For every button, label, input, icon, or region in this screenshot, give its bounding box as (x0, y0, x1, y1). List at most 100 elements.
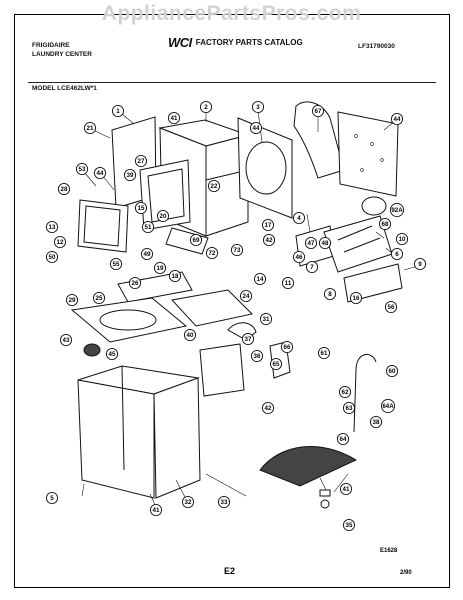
callout-label: 29 (69, 297, 76, 304)
callout-circle (384, 300, 398, 314)
callout-12: 12 (53, 235, 67, 249)
callout-label: 35 (346, 522, 353, 529)
callout-61: 61 (317, 346, 331, 360)
callout-41: 41 (167, 111, 181, 125)
callout-label: 3 (256, 104, 260, 111)
callout-label: 33 (221, 499, 228, 506)
callout-circle (241, 332, 255, 346)
callout-38: 38 (369, 415, 383, 429)
callout-20: 20 (156, 209, 170, 223)
callout-label: 2 (204, 104, 208, 111)
product-line: LAUNDRY CENTER (32, 51, 92, 58)
callout-circle (378, 217, 392, 231)
callout-label: 41 (343, 486, 350, 493)
callout-11: 11 (281, 276, 295, 290)
callout-circle (311, 104, 325, 118)
callout-65: 65 (269, 357, 283, 371)
callout-36: 36 (250, 349, 264, 363)
figure-number: E1628 (380, 548, 398, 554)
callout-label: 60 (389, 368, 396, 375)
callout-44: 44 (249, 121, 263, 135)
callout-label: 40 (187, 332, 194, 339)
callout-circle (292, 211, 306, 225)
callout-circle (45, 250, 59, 264)
callout-circle (111, 104, 125, 118)
callout-label: 45 (109, 351, 116, 358)
callout-label: 56 (388, 304, 395, 311)
callout-44: 44 (390, 112, 404, 126)
callout-label: 43 (63, 337, 70, 344)
callout-41: 41 (149, 503, 163, 517)
callout-label: 55 (113, 261, 120, 268)
callout-circle (380, 398, 396, 414)
callout-circle (189, 233, 203, 247)
callout-circle (199, 100, 213, 114)
callout-circle (413, 257, 427, 271)
callout-circle (390, 112, 404, 126)
callout-label: 24 (243, 293, 250, 300)
callout-label: 72 (209, 250, 216, 257)
callout-67: 67 (311, 104, 325, 118)
callout-circle (269, 357, 283, 371)
callout-6: 6 (390, 247, 404, 261)
callout-circle (153, 261, 167, 275)
callout-circle (318, 236, 332, 250)
callout-circle (338, 385, 352, 399)
callout-circle (65, 293, 79, 307)
water-valve (83, 343, 101, 357)
callout-label: 7 (310, 264, 314, 271)
callout-64: 64 (336, 432, 350, 446)
callout-label: 11 (285, 280, 292, 287)
callout-circle (390, 247, 404, 261)
callout-circle (251, 100, 265, 114)
callout-circle (323, 287, 337, 301)
callout-label: 42 (266, 237, 273, 244)
rear-panel (337, 111, 399, 197)
front-door (77, 199, 129, 253)
callout-49: 49 (140, 247, 154, 261)
callout-label: 13 (49, 224, 56, 231)
callout-25: 25 (92, 291, 106, 305)
callout-circle (339, 482, 353, 496)
callout-circle (261, 218, 275, 232)
callout-label: 92A (391, 207, 403, 214)
callout-62: 62 (338, 385, 352, 399)
revision-date: 2/90 (400, 570, 412, 576)
callout-8: 8 (323, 287, 337, 301)
header-rule (28, 82, 436, 83)
callout-label: 73 (234, 247, 241, 254)
callout-9: 9 (413, 257, 427, 271)
callout-label: 41 (171, 115, 178, 122)
callout-50: 50 (45, 250, 59, 264)
callout-37: 37 (241, 332, 255, 346)
callout-circle (239, 289, 253, 303)
callout-circle (259, 312, 273, 326)
control-board (171, 289, 254, 327)
callout-circle (305, 260, 319, 274)
callout-label: 37 (245, 336, 252, 343)
callout-3: 3 (251, 100, 265, 114)
callout-label: 42 (265, 405, 272, 412)
callout-label: 22 (211, 183, 218, 190)
callout-label: 63 (346, 405, 353, 412)
callout-circle (395, 232, 409, 246)
callout-circle (369, 415, 383, 429)
callout-26: 26 (128, 276, 142, 290)
callout-circle (149, 503, 163, 517)
callout-55: 55 (109, 257, 123, 271)
callout-circle (292, 250, 306, 264)
callout-circle (250, 349, 264, 363)
callout-label: 47 (308, 240, 315, 247)
callout-circle (262, 233, 276, 247)
callout-label: 31 (263, 316, 270, 323)
callout-label: 41 (153, 507, 160, 514)
callout-29: 29 (65, 293, 79, 307)
exhaust-duct (293, 101, 345, 179)
callout-circle (134, 154, 148, 168)
callout-45: 45 (105, 347, 119, 361)
callout-42: 42 (262, 233, 276, 247)
callout-1: 1 (111, 104, 125, 118)
callout-circle (83, 121, 97, 135)
callout-label: 6 (395, 251, 399, 258)
callout-label: 5 (50, 495, 54, 502)
